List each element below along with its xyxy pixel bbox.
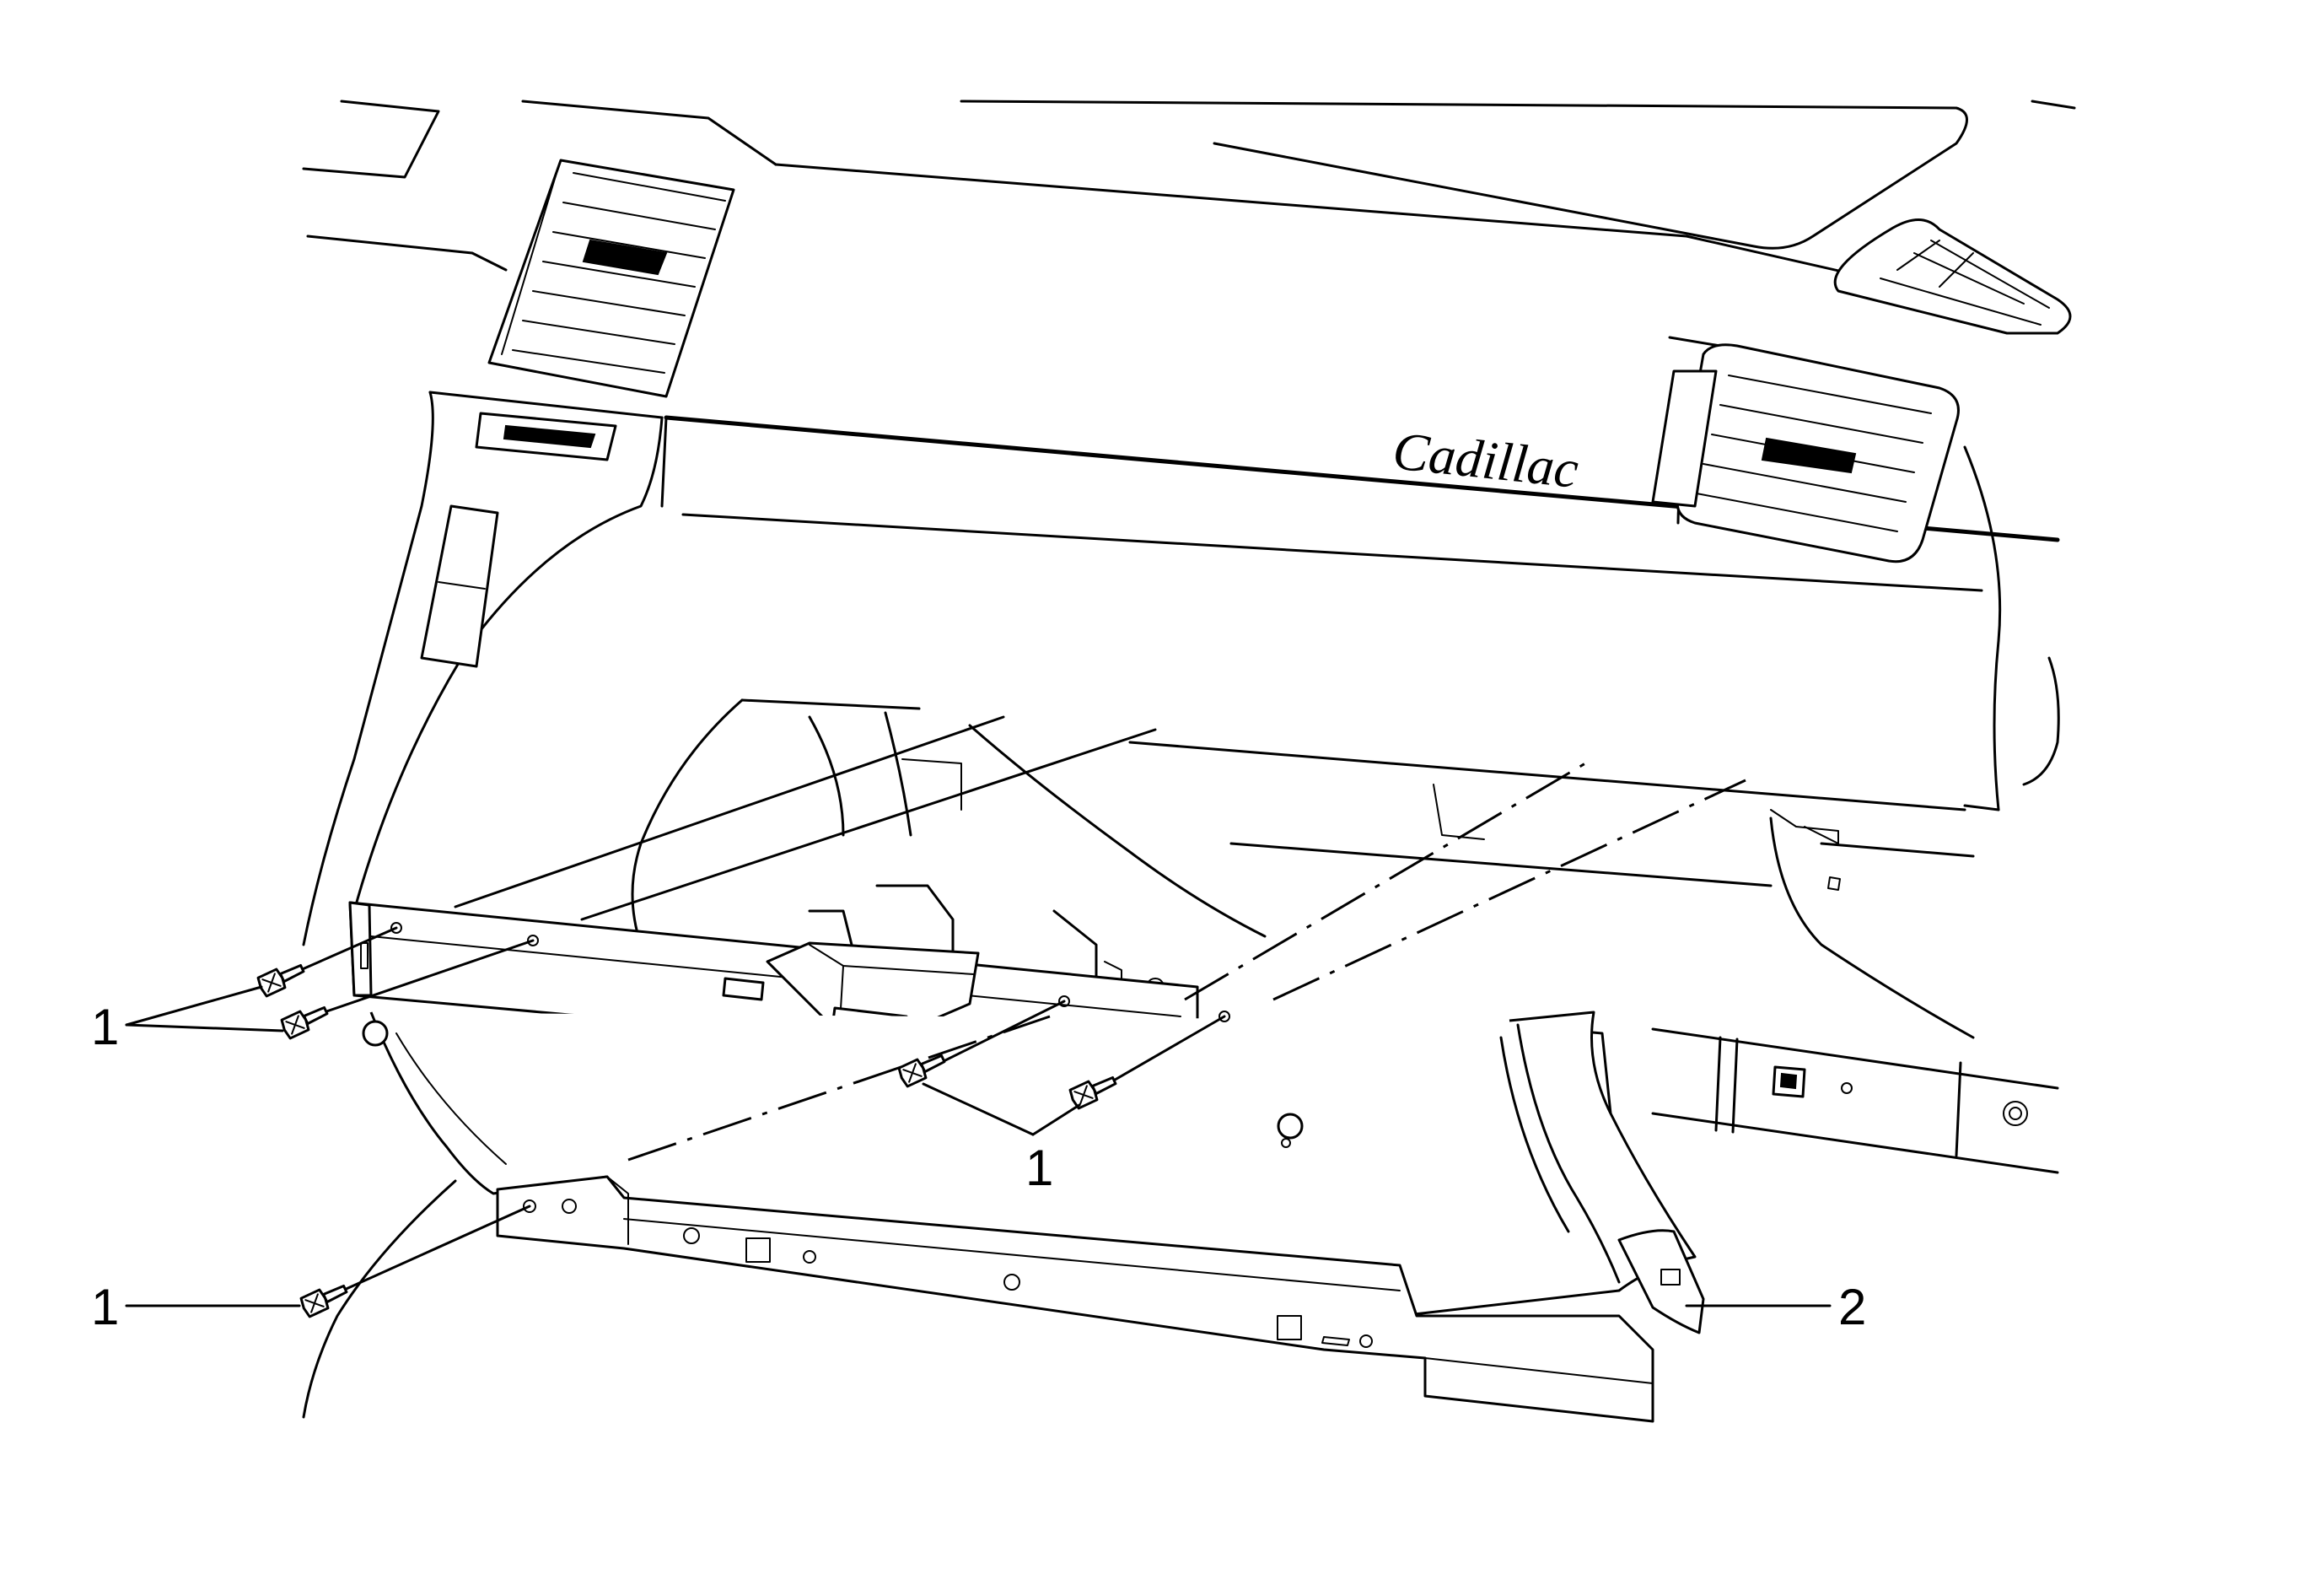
screw-icon (299, 1284, 348, 1318)
brand-emblem: Cadillac (1391, 420, 1582, 499)
callout-1b: 1 (1025, 1140, 1053, 1196)
screw-icon (1068, 1075, 1117, 1110)
screw-icon (256, 963, 305, 998)
alignment-lines (289, 715, 1746, 1296)
right-top-vent (1833, 218, 2072, 335)
callout-1c: 1 (91, 1279, 119, 1335)
under-dash-cavity (631, 698, 2059, 1174)
screw-fasteners (256, 963, 1117, 1318)
right-air-vent (1651, 343, 1960, 563)
callout-1a: 1 (91, 999, 119, 1055)
callout-2: 2 (1838, 1279, 1866, 1335)
right-dash-edge (1963, 656, 2060, 811)
screw-icon (897, 1054, 946, 1088)
knee-bolster-trim-panel (302, 901, 1705, 1423)
brand-emblem-text: Cadillac (1391, 420, 1582, 499)
left-dash-panel (302, 391, 664, 946)
callout-labels: 1 1 1 2 (91, 999, 1866, 1335)
callout-leaders (125, 985, 1832, 1307)
screw-icon (280, 1005, 329, 1040)
left-center-air-vent (487, 159, 735, 398)
